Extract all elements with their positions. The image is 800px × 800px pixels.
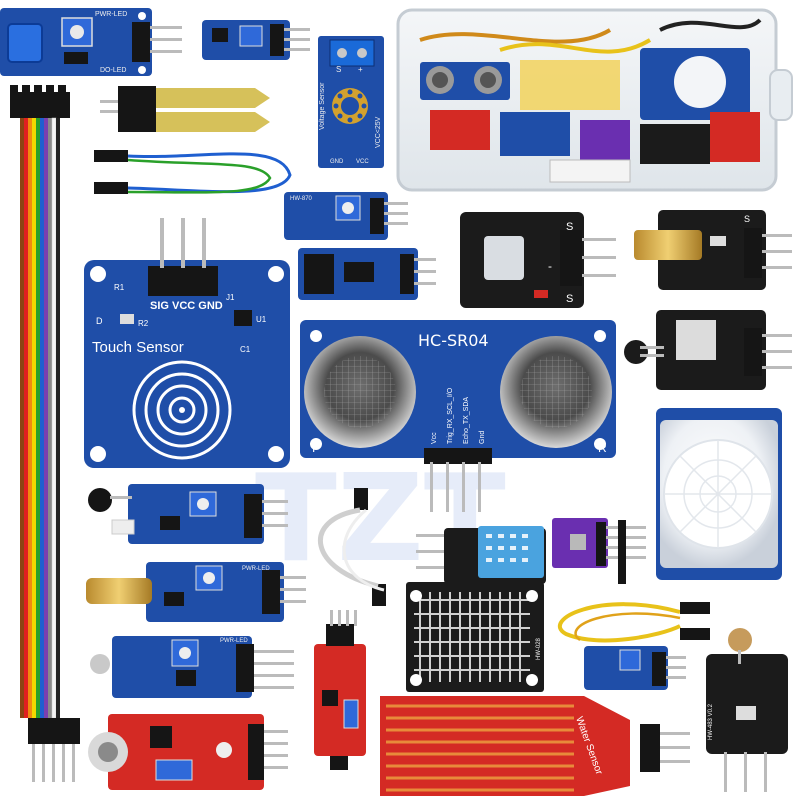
voltage-gnd-label: GND bbox=[330, 159, 344, 165]
sensor-module-small-top bbox=[202, 20, 310, 60]
purple-sensor-module bbox=[552, 518, 646, 584]
jumper-wires-loose bbox=[94, 150, 292, 194]
ir-s-label: S bbox=[566, 221, 573, 233]
ir-s-label-2: S bbox=[566, 293, 573, 305]
hc-sr04-pin-vcc: Vcc bbox=[431, 432, 438, 444]
pwr-led-text-1: PWR-LED bbox=[95, 11, 127, 18]
pir-motion-sensor bbox=[656, 408, 782, 580]
red-microphone-module bbox=[88, 714, 288, 790]
touch-u1-label: U1 bbox=[256, 315, 267, 324]
touch-sensor-module bbox=[84, 218, 290, 468]
voltage-vcc-rating: VCC<25V bbox=[375, 116, 382, 148]
rain-sensor-plate bbox=[406, 582, 544, 692]
sensor-module-pot-tl bbox=[0, 8, 182, 76]
temperature-sensor-module bbox=[624, 310, 792, 390]
hc-sr04-title: HC-SR04 bbox=[418, 331, 489, 350]
hw-483-label: HW-483 V0.2 bbox=[708, 703, 714, 740]
voltage-plus-label: + bbox=[358, 65, 363, 74]
touch-r2-label: R2 bbox=[138, 319, 149, 328]
flame-sensor-module bbox=[88, 484, 288, 544]
small-blue-module-right bbox=[584, 646, 686, 690]
hw-870-label: HW-870 bbox=[290, 196, 313, 202]
voltage-title: Voltage Sensor bbox=[319, 82, 326, 130]
touch-r1-label: R1 bbox=[114, 283, 125, 292]
dht11-module bbox=[416, 526, 546, 584]
tilt-switch-module bbox=[86, 562, 306, 622]
soil-moisture-probe bbox=[100, 86, 270, 132]
touch-d-label: D bbox=[96, 316, 103, 326]
do-led-text-1: DO-LED bbox=[100, 67, 126, 74]
pwr-led-text-2: PWR-LED bbox=[242, 566, 270, 572]
hc-sr04-r-label: R bbox=[598, 441, 607, 455]
yellow-jumper-wire bbox=[557, 602, 710, 643]
hc-sr04-t-label: T bbox=[310, 441, 318, 455]
sound-sensor-module bbox=[90, 636, 294, 698]
hc-sr04-pin-trig: Trig_RX_SCL_I/O bbox=[447, 387, 454, 444]
hc-sr04-module bbox=[300, 320, 616, 512]
photoresistor-module bbox=[706, 628, 788, 792]
voltage-s-label: S bbox=[336, 65, 341, 74]
hc-sr04-pin-echo: Echo_TX_SDA bbox=[463, 397, 470, 444]
touch-pin-labels: SIG VCC GND bbox=[150, 300, 223, 312]
red-hall-module bbox=[314, 610, 366, 770]
water-level-sensor bbox=[380, 696, 690, 796]
laser-s-label: S bbox=[744, 214, 750, 224]
ir-receiver-module bbox=[460, 212, 616, 308]
laser-module bbox=[634, 210, 792, 290]
jumper-wire-loop bbox=[317, 488, 386, 606]
pwr-led-text-3: PWR-LED bbox=[220, 638, 248, 644]
touch-sensor-name: Touch Sensor bbox=[92, 339, 184, 356]
ir-minus-label: - bbox=[548, 259, 552, 273]
voltage-vcc-label: VCC bbox=[356, 159, 369, 165]
hw-870-module bbox=[284, 192, 408, 240]
voltage-sensor-module bbox=[318, 36, 384, 168]
ribbon-jumper-wires bbox=[10, 85, 80, 782]
optical-sensor-module bbox=[298, 248, 436, 300]
hc-sr04-pin-gnd: Gnd bbox=[479, 431, 486, 444]
clear-storage-box bbox=[396, 8, 793, 192]
touch-c1-label: C1 bbox=[240, 345, 251, 354]
rain-plate-label: HW-028 bbox=[536, 637, 542, 660]
touch-j1-label: J1 bbox=[226, 293, 235, 302]
